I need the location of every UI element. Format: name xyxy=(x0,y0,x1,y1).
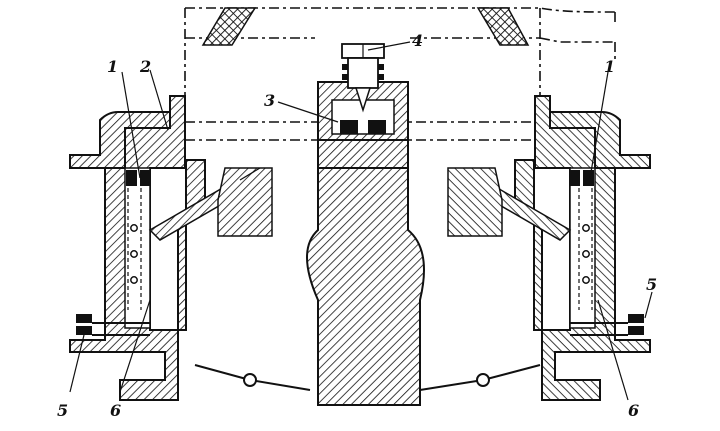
valve-seat-right xyxy=(368,120,386,134)
left-seal-pads xyxy=(76,170,151,335)
valve-seat-left xyxy=(340,120,358,134)
left-inner-cavity xyxy=(124,167,151,329)
label-6-left: 6 xyxy=(110,401,121,420)
left-top-flange xyxy=(69,111,171,169)
top-seal-right xyxy=(476,7,530,46)
label-1-right: 1 xyxy=(604,57,615,76)
label-6-right: 6 xyxy=(628,401,639,420)
right-seal-pads xyxy=(569,170,644,335)
label-1-left: 1 xyxy=(107,57,118,76)
right-nozzle-head xyxy=(447,167,503,237)
label-4: 4 xyxy=(412,31,423,50)
right-filter-holes xyxy=(578,188,593,310)
label-5-left: 5 xyxy=(57,401,68,420)
right-linkage xyxy=(419,364,541,391)
central-cap xyxy=(317,139,409,169)
leader-lines xyxy=(69,41,653,401)
central-column xyxy=(306,167,425,406)
top-seal-left xyxy=(201,7,257,46)
label-2: 2 xyxy=(139,57,151,76)
right-top-flange xyxy=(549,111,651,169)
label-3: 3 xyxy=(264,91,275,110)
left-linkage xyxy=(194,364,311,391)
left-nozzle-head xyxy=(217,167,273,237)
adjusting-screw xyxy=(341,43,385,113)
label-5-right: 5 xyxy=(646,275,657,294)
left-filter-holes xyxy=(127,188,142,310)
right-inner-cavity xyxy=(569,167,596,329)
